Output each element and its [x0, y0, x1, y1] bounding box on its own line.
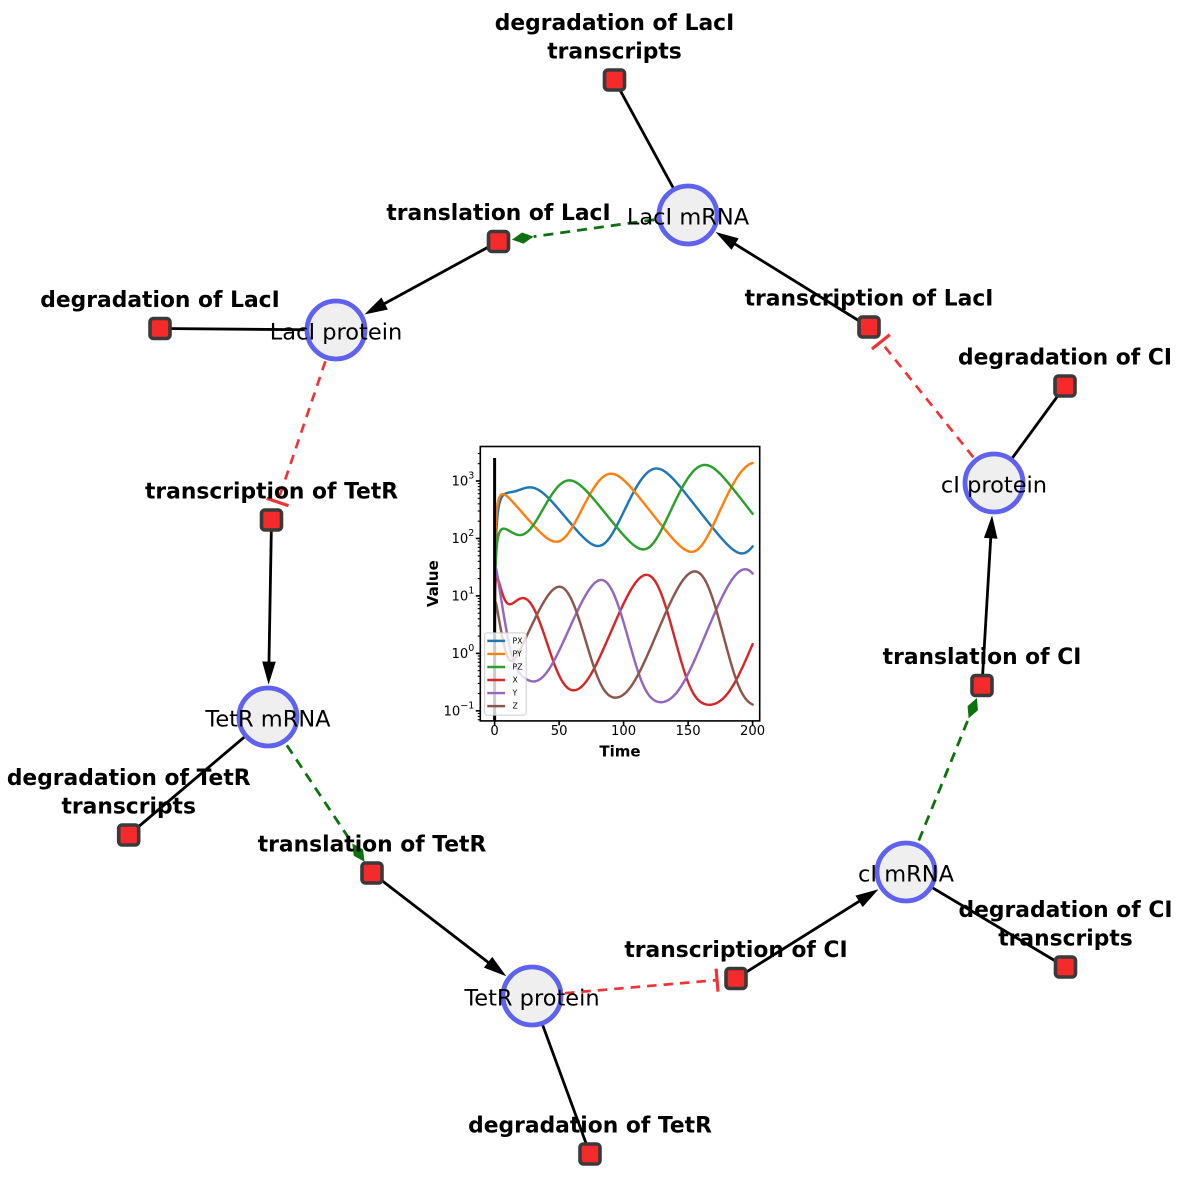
species-label-LacI_mRNA: LacI mRNA	[627, 205, 750, 231]
reaction-node-deg_CI_tr	[1053, 955, 1078, 979]
edge-inhibition-TetR_protein-transc_CI	[531, 978, 718, 998]
reaction-label-transl_CI: translation of CI	[883, 645, 1082, 670]
species-label-LacI_protein: LacI protein	[270, 320, 402, 346]
x-axis-title: Time	[599, 742, 640, 760]
nodes-layer	[116, 68, 1078, 1166]
species-node-LacI_protein	[304, 298, 368, 362]
legend-label-Y: Y	[512, 689, 518, 698]
reaction-label-deg_LacI_tr-line2: transcripts	[547, 40, 682, 65]
reaction-node-deg_TetR_tr	[116, 823, 141, 847]
reaction-node-transc_TetR	[259, 508, 284, 532]
labels-layer: degradation of LacI transcripts translatio…	[7, 11, 1173, 1139]
edge-production-transc_TetR-TetR_mRNA-arrowhead	[262, 661, 276, 685]
legend-label-PZ: PZ	[513, 662, 523, 671]
reaction-node-deg_LacI_tr	[602, 68, 627, 92]
y-tick-label-10e2: 102	[451, 528, 474, 547]
legend-label-Z: Z	[513, 702, 518, 711]
y-tick-label-10e-1: 10−1	[444, 700, 475, 719]
reaction-label-deg_CI_tr-line1: degradation of CI	[959, 898, 1173, 923]
y-tick-label-10e3: 103	[451, 470, 474, 489]
y-tick-label-10e1: 101	[451, 585, 474, 604]
reaction-label-transc_LacI: transcription of LacI	[745, 287, 994, 312]
edge-production-transl_TetR-TetR_protein-arrowhead	[483, 956, 507, 977]
edge-production-transl_TetR-TetR_protein	[371, 871, 491, 965]
reaction-label-transc_TetR: transcription of TetR	[145, 480, 398, 505]
edge-modifier-LacI_mRNA-transl_LacI-arrowhead	[511, 232, 534, 244]
edge-production-transc_CI-cI_mRNA	[735, 899, 862, 980]
reaction-node-transl_TetR	[360, 861, 384, 885]
series-PZ	[493, 463, 754, 721]
edge-inhibition-LacI_protein-transc_TetR	[276, 329, 338, 503]
series-PY	[493, 461, 754, 721]
species-label-cI_protein: cI protein	[941, 473, 1047, 499]
edge-modifier-cI_mRNA-transl_CI	[904, 717, 970, 873]
reaction-node-transc_LacI	[857, 315, 881, 339]
edge-production-transc_LacI-LacI_mRNA	[732, 241, 870, 329]
y-axis-title: Value	[424, 560, 442, 607]
edge-modifier-cI_mRNA-transl_CI-arrowhead	[967, 698, 978, 719]
edge-modifier-TetR_mRNA-transl_TetR-arrowhead	[352, 843, 365, 862]
species-label-TetR_mRNA: TetR mRNA	[204, 707, 331, 733]
reaction-node-transc_CI	[724, 966, 748, 991]
series-X	[493, 573, 754, 721]
x-tick-label-150: 150	[676, 724, 701, 739]
edge-inhibition-LacI_protein-transc_TetR-tbar	[266, 496, 290, 508]
reaction-label-transc_CI: transcription of CI	[624, 938, 847, 963]
reaction-node-transl_CI	[970, 673, 994, 698]
species-node-TetR_protein	[500, 964, 564, 1028]
edge-production-transc_LacI-LacI_mRNA-arrowhead	[715, 232, 739, 250]
reaction-label-deg_LacI: degradation of LacI	[40, 288, 279, 313]
edge-production-transc_TetR-TetR_mRNA	[267, 519, 273, 664]
species-node-TetR_mRNA	[236, 685, 300, 749]
reaction-node-deg_CI	[1053, 374, 1077, 398]
reaction-node-deg_TetR	[578, 1142, 602, 1166]
x-tick-label-200: 200	[740, 724, 765, 739]
edge-inhibition-TetR_protein-transc_CI-tbar	[714, 968, 720, 992]
species-node-LacI_mRNA	[656, 183, 720, 247]
reaction-label-deg_CI: degradation of CI	[958, 346, 1172, 371]
edge-production-transl_CI-cI_protein-arrowhead	[983, 515, 998, 539]
axes-spines	[479, 445, 761, 722]
reaction-node-transl_LacI	[486, 229, 511, 254]
reaction-label-deg_CI_tr-line2: transcripts	[998, 927, 1133, 952]
series-Y	[493, 566, 754, 704]
reaction-label-deg_TetR_tr-line1: degradation of TetR	[7, 766, 251, 791]
edge-production-transc_CI-cI_mRNA-arrowhead	[855, 889, 879, 908]
edge-inhibition-cI_protein-transc_LacI-tbar	[870, 333, 891, 351]
species-label-TetR_protein: TetR protein	[463, 986, 599, 1012]
edge-production-transl_CI-cI_protein	[980, 536, 993, 686]
edge-production-transl_LacI-LacI_protein	[382, 240, 500, 306]
y-tick-label-10e0: 100	[451, 643, 474, 662]
species-node-cI_protein	[962, 451, 1026, 515]
reaction-label-deg_TetR_tr-line2: transcripts	[61, 795, 196, 820]
species-node-cI_mRNA	[874, 840, 938, 904]
axes-background	[480, 446, 760, 721]
legend-label-PY: PY	[513, 649, 523, 658]
x-tick-label-0: 0	[490, 724, 498, 739]
reaction-label-transl_TetR: translation of TetR	[258, 833, 487, 858]
edge-production-transl_LacI-LacI_protein-arrowhead	[364, 297, 388, 315]
x-tick-label-100: 100	[611, 724, 636, 739]
reaction-node-deg_LacI	[148, 316, 172, 341]
x-tick-label-50: 50	[551, 724, 568, 739]
reaction-label-transl_LacI: translation of LacI	[386, 201, 610, 226]
reaction-label-deg_LacI_tr-line1: degradation of LacI	[495, 11, 734, 36]
edge-inhibition-cI_protein-transc_LacI	[879, 340, 996, 484]
legend-label-X: X	[513, 676, 519, 685]
reaction-label-deg_TetR: degradation of TetR	[468, 1114, 712, 1139]
chart-legend: PX PY PZ XYZ	[484, 632, 527, 716]
legend-label-PX: PX	[513, 636, 524, 645]
species-label-cI_mRNA: cI mRNA	[858, 862, 955, 888]
